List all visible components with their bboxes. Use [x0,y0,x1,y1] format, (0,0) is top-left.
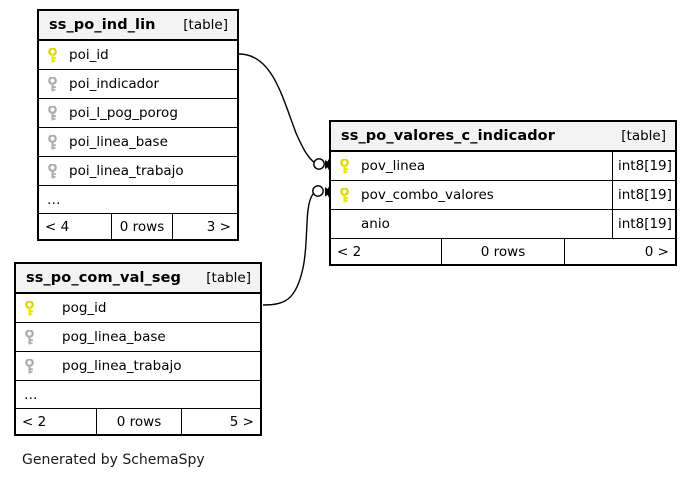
column-cell: pog_linea_trabajo [16,352,260,380]
column-name: pog_linea_trabajo [62,358,182,374]
column-cell: pog_linea_base [16,323,260,351]
table-row[interactable]: pov_linea int8[19] [331,152,675,181]
column-name: poi_l_pog_porog [69,105,178,121]
table-row[interactable]: poi_linea_base [39,128,237,157]
column-name: pog_id [62,300,107,316]
primary-key-icon [339,187,361,203]
table-row[interactable]: poi_linea_trabajo [39,157,237,186]
column-cell: pov_combo_valores [331,181,612,209]
column-type: int8[19] [612,152,675,180]
column-cell: anio [331,210,612,238]
column-name: poi_id [69,47,109,63]
column-cell: pov_linea [331,152,612,180]
table-row[interactable]: anio int8[19] [331,210,675,239]
table-type-tag: [table] [621,128,666,144]
table-type-tag: [table] [206,270,251,286]
column-type: int8[19] [612,210,675,238]
relationship-line-pog-id-to-pov-combo-valores [262,193,314,306]
table-header: ss_po_valores_c_indicador [table] [331,122,675,152]
column-name: anio [361,216,390,232]
column-cell: pog_id [16,294,260,322]
table-row[interactable]: pog_linea_base [16,323,260,352]
column-cell: poi_indicador [39,70,237,98]
column-cell: poi_id [39,41,237,69]
table-footer: < 4 0 rows 3 > [39,214,237,239]
relationship-line-poi-id-to-pov-linea [238,53,316,164]
table-row[interactable]: poi_l_pog_porog [39,99,237,128]
table-title: ss_po_ind_lin [49,17,156,33]
primary-key-icon [339,158,361,174]
index-key-icon [47,76,69,92]
column-name: pov_linea [361,158,426,174]
table-footer: < 2 0 rows 0 > [331,239,675,264]
table-row[interactable]: pog_linea_trabajo [16,352,260,381]
more-columns-indicator: … [39,186,237,214]
footer-prev-count[interactable]: < 2 [22,413,47,430]
footer-next-count[interactable]: 0 > [644,243,669,260]
relationship-zero-marker-2 [312,185,324,197]
table-row[interactable]: pog_id [16,294,260,323]
relationship-zero-marker-1 [313,158,325,170]
table-ss-po-com-val-seg[interactable]: ss_po_com_val_seg [table] pog_id [14,262,262,436]
table-ss-po-ind-lin[interactable]: ss_po_ind_lin [table] poi_id [37,9,239,241]
footer-next-count[interactable]: 3 > [206,218,231,235]
footer-prev-count[interactable]: < 2 [337,243,362,260]
primary-key-icon [47,47,69,63]
table-row[interactable]: poi_indicador [39,70,237,99]
column-cell: poi_linea_base [39,128,237,156]
table-row[interactable]: pov_combo_valores int8[19] [331,181,675,210]
column-name: pog_linea_base [62,329,166,345]
footer-row-count: 0 rows [111,214,173,239]
index-key-icon [24,358,46,374]
footer-prev-count[interactable]: < 4 [45,218,70,235]
index-key-icon [47,134,69,150]
index-key-icon [47,105,69,121]
table-ss-po-valores-c-indicador[interactable]: ss_po_valores_c_indicador [table] pov_li… [329,120,677,266]
column-name: poi_indicador [69,76,160,92]
footer-row-count: 0 rows [96,409,182,434]
generated-by-caption: Generated by SchemaSpy [22,452,205,468]
column-cell: poi_linea_trabajo [39,157,237,185]
column-name: poi_linea_trabajo [69,163,184,179]
column-cell: poi_l_pog_porog [39,99,237,127]
index-key-icon [47,163,69,179]
table-header: ss_po_ind_lin [table] [39,11,237,41]
table-footer: < 2 0 rows 5 > [16,409,260,434]
index-key-icon [24,329,46,345]
primary-key-icon [24,300,46,316]
footer-next-count[interactable]: 5 > [229,413,254,430]
more-columns-indicator: … [16,381,260,409]
table-row[interactable]: poi_id [39,41,237,70]
column-name: pov_combo_valores [361,187,494,203]
column-name: poi_linea_base [69,134,168,150]
table-type-tag: [table] [183,17,228,33]
column-type: int8[19] [612,181,675,209]
table-title: ss_po_com_val_seg [26,270,182,286]
footer-row-count: 0 rows [441,239,565,264]
table-title: ss_po_valores_c_indicador [341,128,555,144]
table-header: ss_po_com_val_seg [table] [16,264,260,294]
